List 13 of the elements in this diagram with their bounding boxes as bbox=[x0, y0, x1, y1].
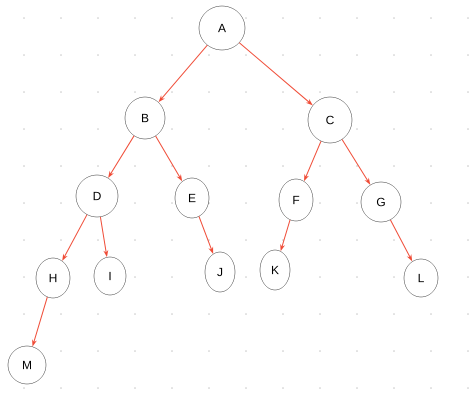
tree-node: D bbox=[76, 174, 118, 218]
tree-node: J bbox=[204, 252, 236, 292]
tree-node: I bbox=[94, 256, 126, 296]
tree-node: F bbox=[278, 178, 314, 222]
tree-node: B bbox=[124, 96, 166, 140]
tree-node: C bbox=[308, 96, 352, 144]
tree-node: H bbox=[36, 258, 70, 298]
tree-node: E bbox=[174, 178, 210, 218]
tree-node: L bbox=[404, 258, 438, 298]
tree-node: K bbox=[260, 250, 290, 290]
tree-node: G bbox=[360, 182, 402, 222]
tree-node: A bbox=[198, 6, 246, 50]
tree-node: M bbox=[8, 346, 46, 384]
